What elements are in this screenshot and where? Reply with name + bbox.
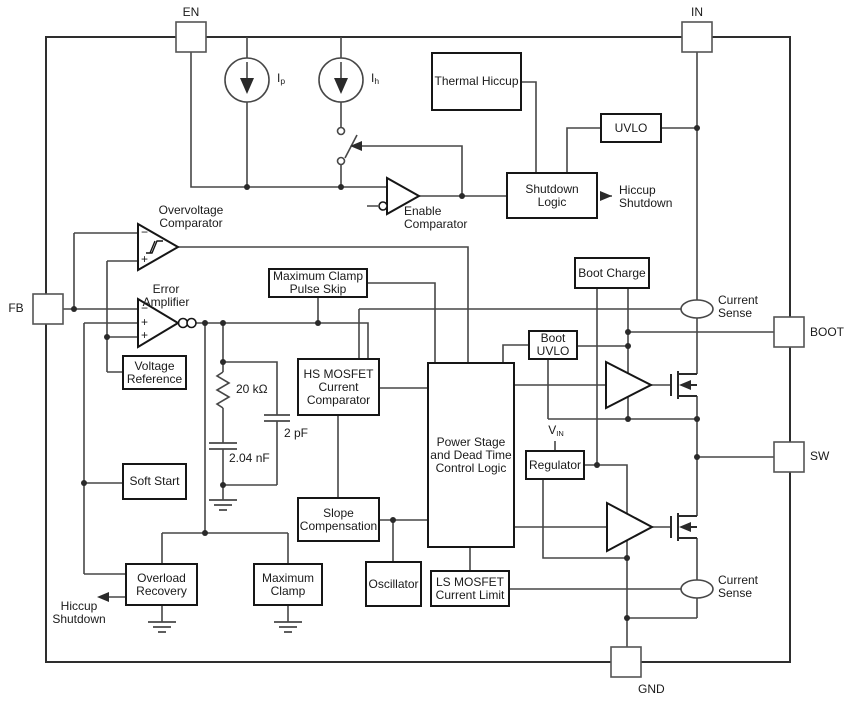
block-boot-charge: Boot Charge bbox=[574, 257, 650, 289]
enable-comparator-icon bbox=[378, 176, 422, 216]
junction-dots bbox=[71, 125, 700, 621]
hs-current-sense-label: Current Sense bbox=[718, 293, 759, 320]
overvoltage-comparator-icon bbox=[137, 222, 181, 272]
pullup-current-sub: p bbox=[280, 76, 286, 86]
switch-icon bbox=[336, 126, 362, 166]
hs-mosfet-icon bbox=[670, 371, 697, 399]
pin-en-label: EN bbox=[182, 5, 200, 19]
pin-fb-label: FB bbox=[8, 301, 24, 315]
ground-icon bbox=[274, 621, 302, 633]
hysteresis-current-label: Ih bbox=[371, 71, 380, 87]
comp-resistor-icon bbox=[215, 371, 231, 409]
block-power-stage-control-logic: Power Stage and Dead Time Control Logic bbox=[427, 362, 515, 548]
vin-sub: IN bbox=[556, 429, 564, 438]
vin-label: VIN bbox=[541, 423, 571, 439]
comp-resistor-label: 20 kΩ bbox=[236, 382, 268, 396]
hiccup-shutdown-out-arrow-icon bbox=[97, 592, 109, 602]
block-maximum-clamp-pulse-skip: Maximum Clamp Pulse Skip bbox=[268, 268, 368, 298]
hiccup-shutdown-in-arrow-icon bbox=[600, 191, 612, 201]
ovc-plus-sign: + bbox=[141, 252, 149, 266]
block-overload-recovery: Overload Recovery bbox=[125, 563, 198, 606]
vin-base: V bbox=[548, 423, 557, 437]
overvoltage-comparator-label: Overvoltage Comparator bbox=[158, 203, 224, 230]
block-soft-start: Soft Start bbox=[122, 463, 187, 500]
hiccup-shutdown-output-label: Hiccup Shutdown bbox=[52, 599, 106, 626]
pin-gnd-box bbox=[610, 646, 642, 678]
pin-gnd-label: GND bbox=[638, 682, 665, 696]
ls-current-sense-icon bbox=[680, 579, 714, 599]
ground-icon bbox=[209, 499, 237, 511]
comp-capacitor-icon bbox=[209, 442, 237, 450]
pin-in-label: IN bbox=[691, 5, 703, 19]
error-amplifier-icon bbox=[137, 297, 197, 349]
circuit-wires bbox=[63, 37, 774, 647]
hiccup-shutdown-input-label: Hiccup Shutdown bbox=[619, 183, 673, 210]
ovc-minus-sign: − bbox=[141, 225, 149, 239]
block-boot-uvlo: Boot UVLO bbox=[528, 330, 578, 360]
chip-outline bbox=[45, 36, 791, 663]
pole-capacitor-icon bbox=[264, 414, 290, 422]
hs-current-sense-icon bbox=[680, 299, 714, 319]
hysteresis-current-base: I bbox=[371, 71, 375, 85]
block-voltage-reference: Voltage Reference bbox=[122, 355, 187, 390]
pin-boot-label: BOOT bbox=[810, 325, 845, 339]
pin-fb-box bbox=[32, 293, 64, 325]
block-shutdown-logic: Shutdown Logic bbox=[506, 172, 598, 219]
block-ls-mosfet-current-limit: LS MOSFET Current Limit bbox=[430, 570, 510, 607]
hysteresis-icon bbox=[146, 240, 163, 254]
current-source-ip-icon bbox=[224, 57, 270, 103]
pin-en-box bbox=[175, 21, 207, 53]
hysteresis-current-sub: h bbox=[374, 76, 380, 86]
pullup-current-base: I bbox=[277, 71, 281, 85]
block-uvlo: UVLO bbox=[600, 113, 662, 143]
ls-current-sense-label: Current Sense bbox=[718, 573, 759, 600]
block-maximum-clamp: Maximum Clamp bbox=[253, 563, 323, 606]
ls-gate-driver-icon bbox=[606, 501, 655, 553]
ea-minus-sign: − bbox=[141, 301, 149, 315]
error-amplifier-label: Error Amplifier bbox=[142, 282, 190, 309]
pole-capacitor-label: 2 pF bbox=[284, 426, 309, 440]
ground-icon bbox=[148, 621, 176, 633]
ea-plus-sign-2: + bbox=[141, 328, 149, 342]
ls-mosfet-icon bbox=[670, 513, 697, 541]
block-slope-compensation: Slope Compensation bbox=[297, 497, 380, 542]
pin-sw-label: SW bbox=[810, 449, 830, 463]
pullup-current-label: Ip bbox=[277, 71, 286, 87]
pin-sw-box bbox=[773, 441, 805, 473]
hs-gate-driver-icon bbox=[605, 360, 654, 410]
block-thermal-hiccup: Thermal Hiccup bbox=[431, 52, 522, 111]
comp-capacitor-label: 2.04 nF bbox=[229, 451, 270, 465]
block-regulator: Regulator bbox=[525, 450, 585, 480]
block-hs-mosfet-current-comparator: HS MOSFET Current Comparator bbox=[297, 358, 380, 416]
enable-comparator-label: Enable Comparator bbox=[404, 204, 468, 231]
ea-plus-sign-1: + bbox=[141, 315, 149, 329]
pin-in-box bbox=[681, 21, 713, 53]
pin-boot-box bbox=[773, 316, 805, 348]
block-oscillator: Oscillator bbox=[365, 561, 422, 607]
current-source-ih-icon bbox=[318, 57, 364, 103]
